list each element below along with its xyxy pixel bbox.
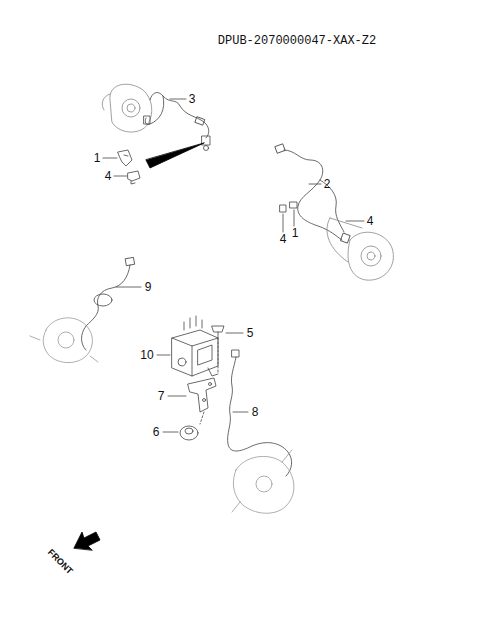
callout-number: 9 — [145, 281, 152, 293]
callout-number: 5 — [247, 327, 254, 339]
callout-number: 4 — [280, 233, 287, 245]
bracket-7 — [188, 378, 216, 424]
callout-number: 1 — [292, 227, 299, 239]
callout-number: 1 — [94, 152, 101, 164]
clip-1 — [118, 150, 132, 166]
callout-number: 4 — [105, 170, 112, 182]
callout-number: 2 — [324, 178, 331, 190]
sensor-wire-3 — [144, 93, 210, 151]
rear-left-hub — [102, 84, 152, 132]
bolt-4 — [128, 171, 140, 184]
bolt-5 — [212, 326, 224, 372]
rear-knuckle — [30, 318, 98, 363]
front-arrow — [74, 532, 100, 550]
sensor-wire-8 — [228, 350, 292, 476]
callout-number: 10 — [140, 349, 153, 361]
drawing-number: DPUB-2070000047-XAX-Z2 — [218, 35, 376, 47]
callout-number: 8 — [252, 406, 259, 418]
grommet-6 — [180, 426, 198, 440]
callout-number: 6 — [153, 426, 160, 438]
direction-label: FRONT — [46, 548, 74, 576]
callout-number: 4 — [367, 215, 374, 227]
detail-pointer — [146, 143, 204, 168]
front-right-hub — [327, 218, 394, 280]
abs-module — [172, 316, 218, 376]
callout-number: 7 — [158, 390, 165, 402]
front-knuckle — [232, 450, 294, 513]
sensor-wire-2 — [275, 144, 350, 243]
sensor-wire-9 — [82, 257, 135, 350]
callout-number: 3 — [189, 93, 196, 105]
